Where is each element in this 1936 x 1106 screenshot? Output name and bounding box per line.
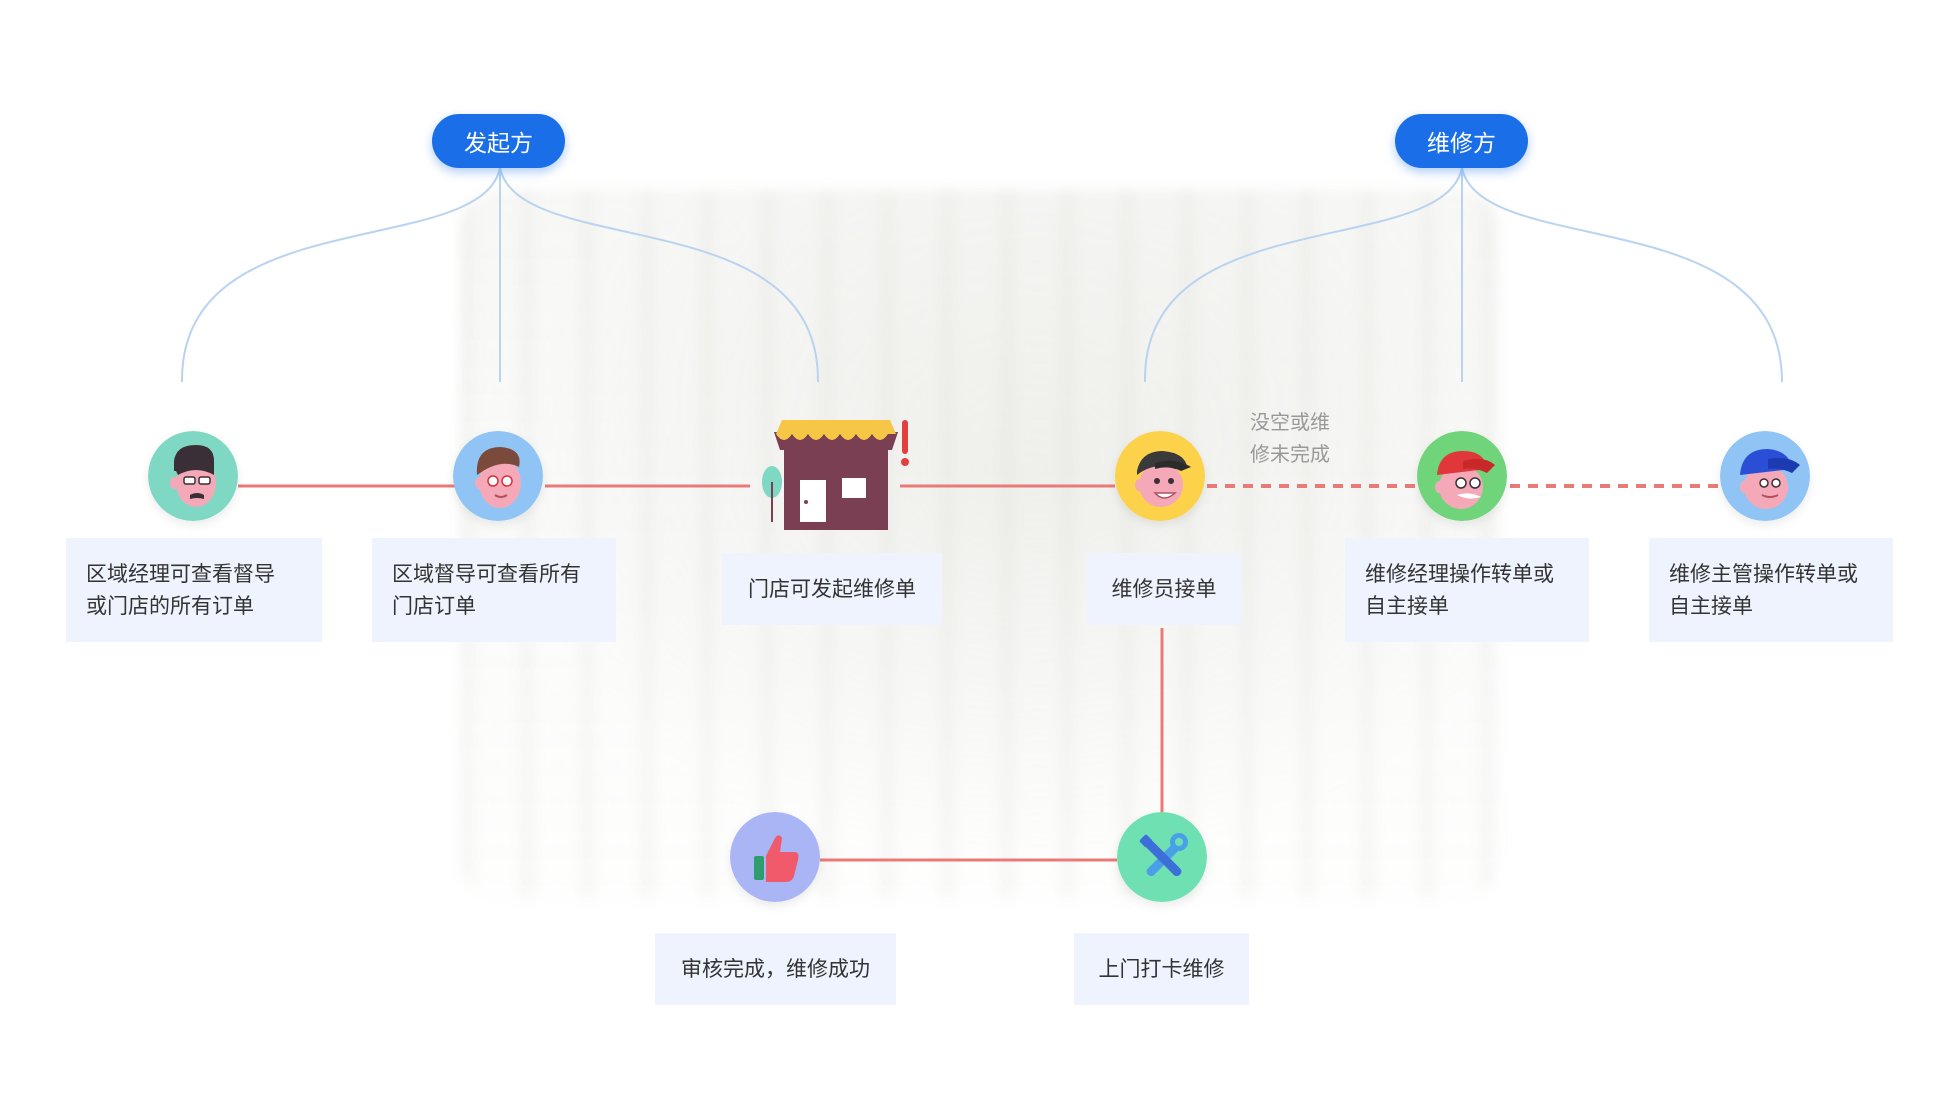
store-label: 门店可发起维修单 [722, 553, 942, 625]
regional-manager-avatar [148, 431, 238, 521]
regional-supervisor-avatar [453, 431, 543, 521]
regional-supervisor-label: 区域督导可查看所有 门店订单 [372, 538, 616, 642]
repair-director-label: 维修主管操作转单或 自主接单 [1649, 538, 1893, 642]
review-complete-label-text: 审核完成，维修成功 [681, 957, 870, 981]
repair-director-label-line2: 自主接单 [1669, 594, 1753, 618]
regional-manager-label: 区域经理可查看督导 或门店的所有订单 [66, 538, 322, 642]
repairman-label: 维修员接单 [1087, 553, 1241, 625]
repair-manager-label: 维修经理操作转单或 自主接单 [1345, 538, 1589, 642]
repair-tools-icon [1117, 812, 1207, 902]
repairman-label-text: 维修员接单 [1111, 577, 1217, 601]
onsite-repair-label-text: 上门打卡维修 [1098, 957, 1225, 981]
note-line2: 修未完成 [1250, 442, 1330, 466]
repair-manager-label-line2: 自主接单 [1365, 594, 1449, 618]
note-line1: 没空或维 [1250, 410, 1330, 434]
tree-line-repairer-left [1143, 167, 1463, 383]
background-photo [460, 190, 1500, 900]
busy-or-unfinished-note: 没空或维 修未完成 [1250, 406, 1350, 470]
initiator-label: 发起方 [464, 131, 533, 157]
repair-manager-label-line1: 维修经理操作转单或 [1365, 562, 1554, 586]
thumbs-up-icon [730, 812, 820, 902]
regional-supervisor-label-line2: 门店订单 [392, 594, 476, 618]
repairer-pill: 维修方 [1395, 114, 1528, 168]
review-complete-label: 审核完成，维修成功 [655, 933, 896, 1005]
regional-manager-label-line2: 或门店的所有订单 [86, 594, 254, 618]
regional-manager-label-line1: 区域经理可查看督导 [86, 562, 275, 586]
tree-line-initiator-left [180, 167, 501, 383]
store-label-text: 门店可发起维修单 [748, 577, 916, 601]
repairer-label: 维修方 [1427, 131, 1496, 157]
tree-line-initiator-right [499, 167, 820, 383]
store-icon [762, 412, 912, 534]
repair-manager-avatar [1417, 431, 1507, 521]
regional-supervisor-label-line1: 区域督导可查看所有 [392, 562, 581, 586]
repair-director-avatar [1720, 431, 1810, 521]
tree-line-repairer-right [1461, 167, 1783, 383]
repair-director-label-line1: 维修主管操作转单或 [1669, 562, 1858, 586]
onsite-repair-label: 上门打卡维修 [1074, 933, 1249, 1005]
initiator-pill: 发起方 [432, 114, 565, 168]
repairman-avatar [1115, 431, 1205, 521]
